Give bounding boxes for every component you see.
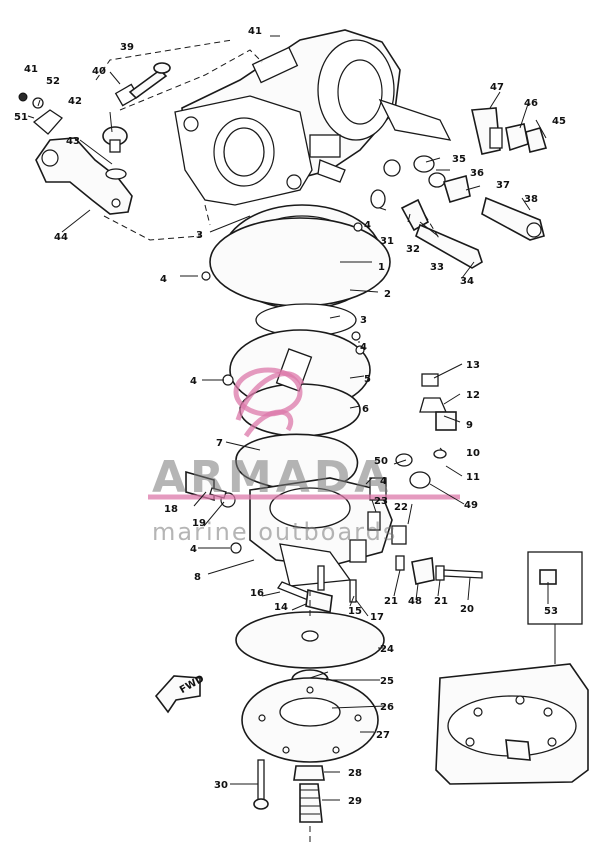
callout-42: 42 <box>68 96 82 107</box>
inset-detail <box>435 551 589 785</box>
callout-40: 40 <box>92 66 106 77</box>
callout-21a: 21 <box>384 596 398 607</box>
callout-13: 13 <box>466 360 480 371</box>
callout-49: 49 <box>464 500 478 511</box>
callout-4f: 4 <box>190 544 197 555</box>
callout-47: 47 <box>490 82 504 93</box>
callout-32: 32 <box>406 244 420 255</box>
brand-watermark: ARMADA marine outboards <box>148 367 460 546</box>
callout-4e: 4 <box>380 476 387 487</box>
callout-43: 43 <box>66 136 80 147</box>
callout-41a: 41 <box>248 26 262 37</box>
callout-20: 20 <box>460 604 474 615</box>
callout-7: 7 <box>216 438 223 449</box>
callout-4b: 4 <box>364 220 371 231</box>
callout-50: 50 <box>374 456 388 467</box>
callout-16: 16 <box>250 588 264 599</box>
watermark-subtitle: marine outboards <box>152 518 397 546</box>
callout-15: 15 <box>348 606 362 617</box>
needle-valve-parts <box>367 373 483 585</box>
callout-18: 18 <box>164 504 178 515</box>
callout-23: 23 <box>374 496 388 507</box>
callout-6: 6 <box>362 404 369 415</box>
callout-4d: 4 <box>190 376 197 387</box>
callout-3b: 3 <box>360 315 367 326</box>
callout-29: 29 <box>348 796 362 807</box>
callout-41b: 41 <box>24 64 38 75</box>
callout-46: 46 <box>524 98 538 109</box>
callout-1: 1 <box>378 262 385 273</box>
callout-28: 28 <box>348 768 362 779</box>
callout-36: 36 <box>470 168 484 179</box>
callout-39: 39 <box>120 42 134 53</box>
watermark-brand: ARMADA <box>152 452 392 503</box>
callout-51: 51 <box>14 112 28 123</box>
callout-4a: 4 <box>160 274 167 285</box>
callout-30: 30 <box>214 780 228 791</box>
callout-labels: 1 2 3 3 4 4 4 4 4 4 5 6 7 8 9 10 11 12 1… <box>14 26 566 807</box>
callout-33: 33 <box>430 262 444 273</box>
callout-37: 37 <box>496 180 510 191</box>
callout-14: 14 <box>274 602 288 613</box>
callout-45: 45 <box>552 116 566 127</box>
choke-linkage-assembly <box>18 62 171 215</box>
callout-22: 22 <box>394 502 408 513</box>
callout-27: 27 <box>376 730 390 741</box>
callout-26: 26 <box>380 702 394 713</box>
lower-cover-assembly <box>235 611 385 823</box>
throttle-shaft-parts <box>370 107 548 269</box>
callout-25: 25 <box>380 676 394 687</box>
gasket-stack <box>201 204 391 491</box>
callout-24: 24 <box>380 644 394 655</box>
callout-21b: 21 <box>434 596 448 607</box>
callout-34: 34 <box>460 276 474 287</box>
callout-17: 17 <box>370 612 384 623</box>
callout-3a: 3 <box>196 230 203 241</box>
callout-52: 52 <box>46 76 60 87</box>
callout-44: 44 <box>54 232 68 243</box>
callout-11: 11 <box>466 472 480 483</box>
forward-direction-arrow: FWD <box>154 673 206 714</box>
callout-35: 35 <box>452 154 466 165</box>
callout-8: 8 <box>194 572 201 583</box>
callout-38: 38 <box>524 194 538 205</box>
callout-31: 31 <box>380 236 394 247</box>
callout-2: 2 <box>384 289 391 300</box>
callout-53: 53 <box>544 606 558 617</box>
callout-12: 12 <box>466 390 480 401</box>
carburetor-body <box>174 29 452 206</box>
callout-48: 48 <box>408 596 422 607</box>
callout-9: 9 <box>466 420 473 431</box>
callout-10: 10 <box>466 448 480 459</box>
callout-5: 5 <box>364 374 371 385</box>
callout-19: 19 <box>192 518 206 529</box>
check-valve-pin <box>277 565 357 613</box>
callout-4c: 4 <box>360 342 367 353</box>
